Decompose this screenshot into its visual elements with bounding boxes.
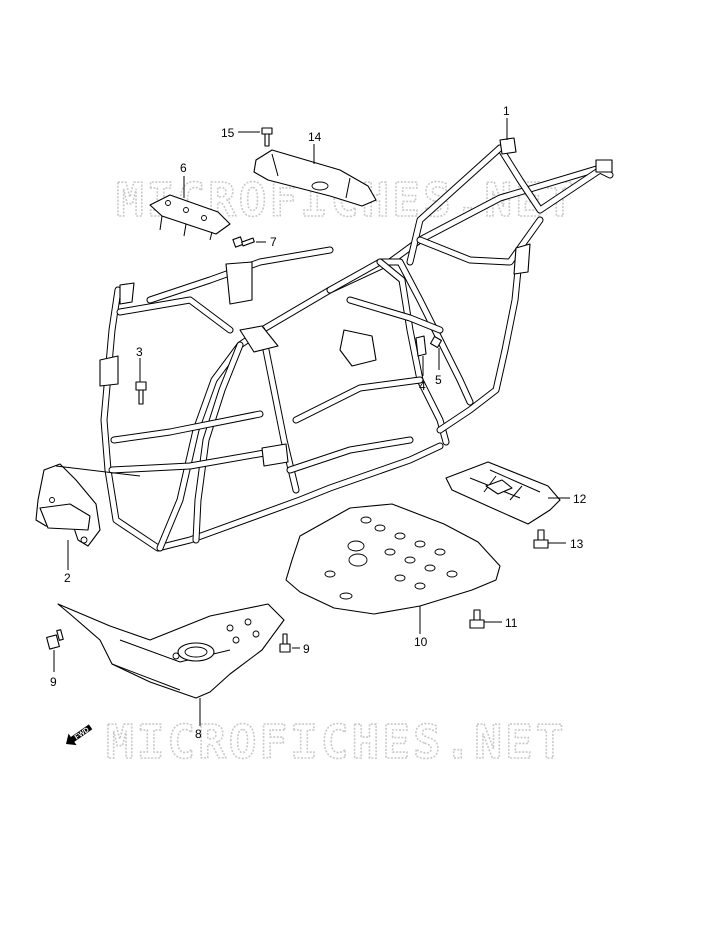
- callout-15: 15: [221, 126, 235, 140]
- callout-4: 4: [419, 379, 426, 393]
- callout-8: 8: [195, 727, 202, 741]
- part-6-plate[interactable]: [149, 194, 231, 241]
- part-14-plate[interactable]: [253, 149, 377, 207]
- part-8-skid-plate[interactable]: [57, 603, 285, 699]
- callout-9-left: 9: [50, 675, 57, 689]
- leader-lines: [53, 118, 570, 726]
- bolt-11[interactable]: [469, 609, 485, 629]
- callout-12: 12: [573, 492, 587, 506]
- bolt-13[interactable]: [533, 529, 549, 549]
- fwd-arrow-icon: [66, 724, 93, 746]
- part-2-bracket[interactable]: [35, 463, 101, 547]
- callout-6: 6: [180, 161, 187, 175]
- callout-11: 11: [505, 616, 518, 630]
- bolt-3[interactable]: [135, 381, 147, 405]
- callouts: 1 2 3 4 5 6 7 8 9 9 10 11 12 13 14 15: [50, 104, 587, 741]
- bolt-4[interactable]: [415, 335, 427, 357]
- bolt-5[interactable]: [429, 335, 443, 349]
- bolt-9-right[interactable]: [279, 633, 291, 653]
- callout-14: 14: [308, 130, 322, 144]
- bolt-15[interactable]: [261, 127, 273, 147]
- callout-3: 3: [136, 345, 143, 359]
- watermark-bottom: MICROFICHES.NET: [106, 715, 566, 769]
- bolt-9-left[interactable]: [46, 629, 64, 650]
- fwd-label: FWD: [74, 726, 91, 741]
- callout-7: 7: [270, 235, 277, 249]
- part-10-skid-plate[interactable]: [285, 503, 501, 615]
- bolt-7[interactable]: [232, 236, 255, 248]
- callout-1: 1: [503, 104, 510, 118]
- part-12-tray[interactable]: [445, 461, 561, 525]
- fwd-arrow: FWD: [66, 724, 93, 746]
- callout-5: 5: [435, 373, 442, 387]
- callout-2: 2: [64, 571, 71, 585]
- frame-assembly[interactable]: [99, 137, 614, 552]
- callout-13: 13: [570, 537, 584, 551]
- callout-10: 10: [414, 635, 428, 649]
- callout-9-right: 9: [303, 642, 310, 656]
